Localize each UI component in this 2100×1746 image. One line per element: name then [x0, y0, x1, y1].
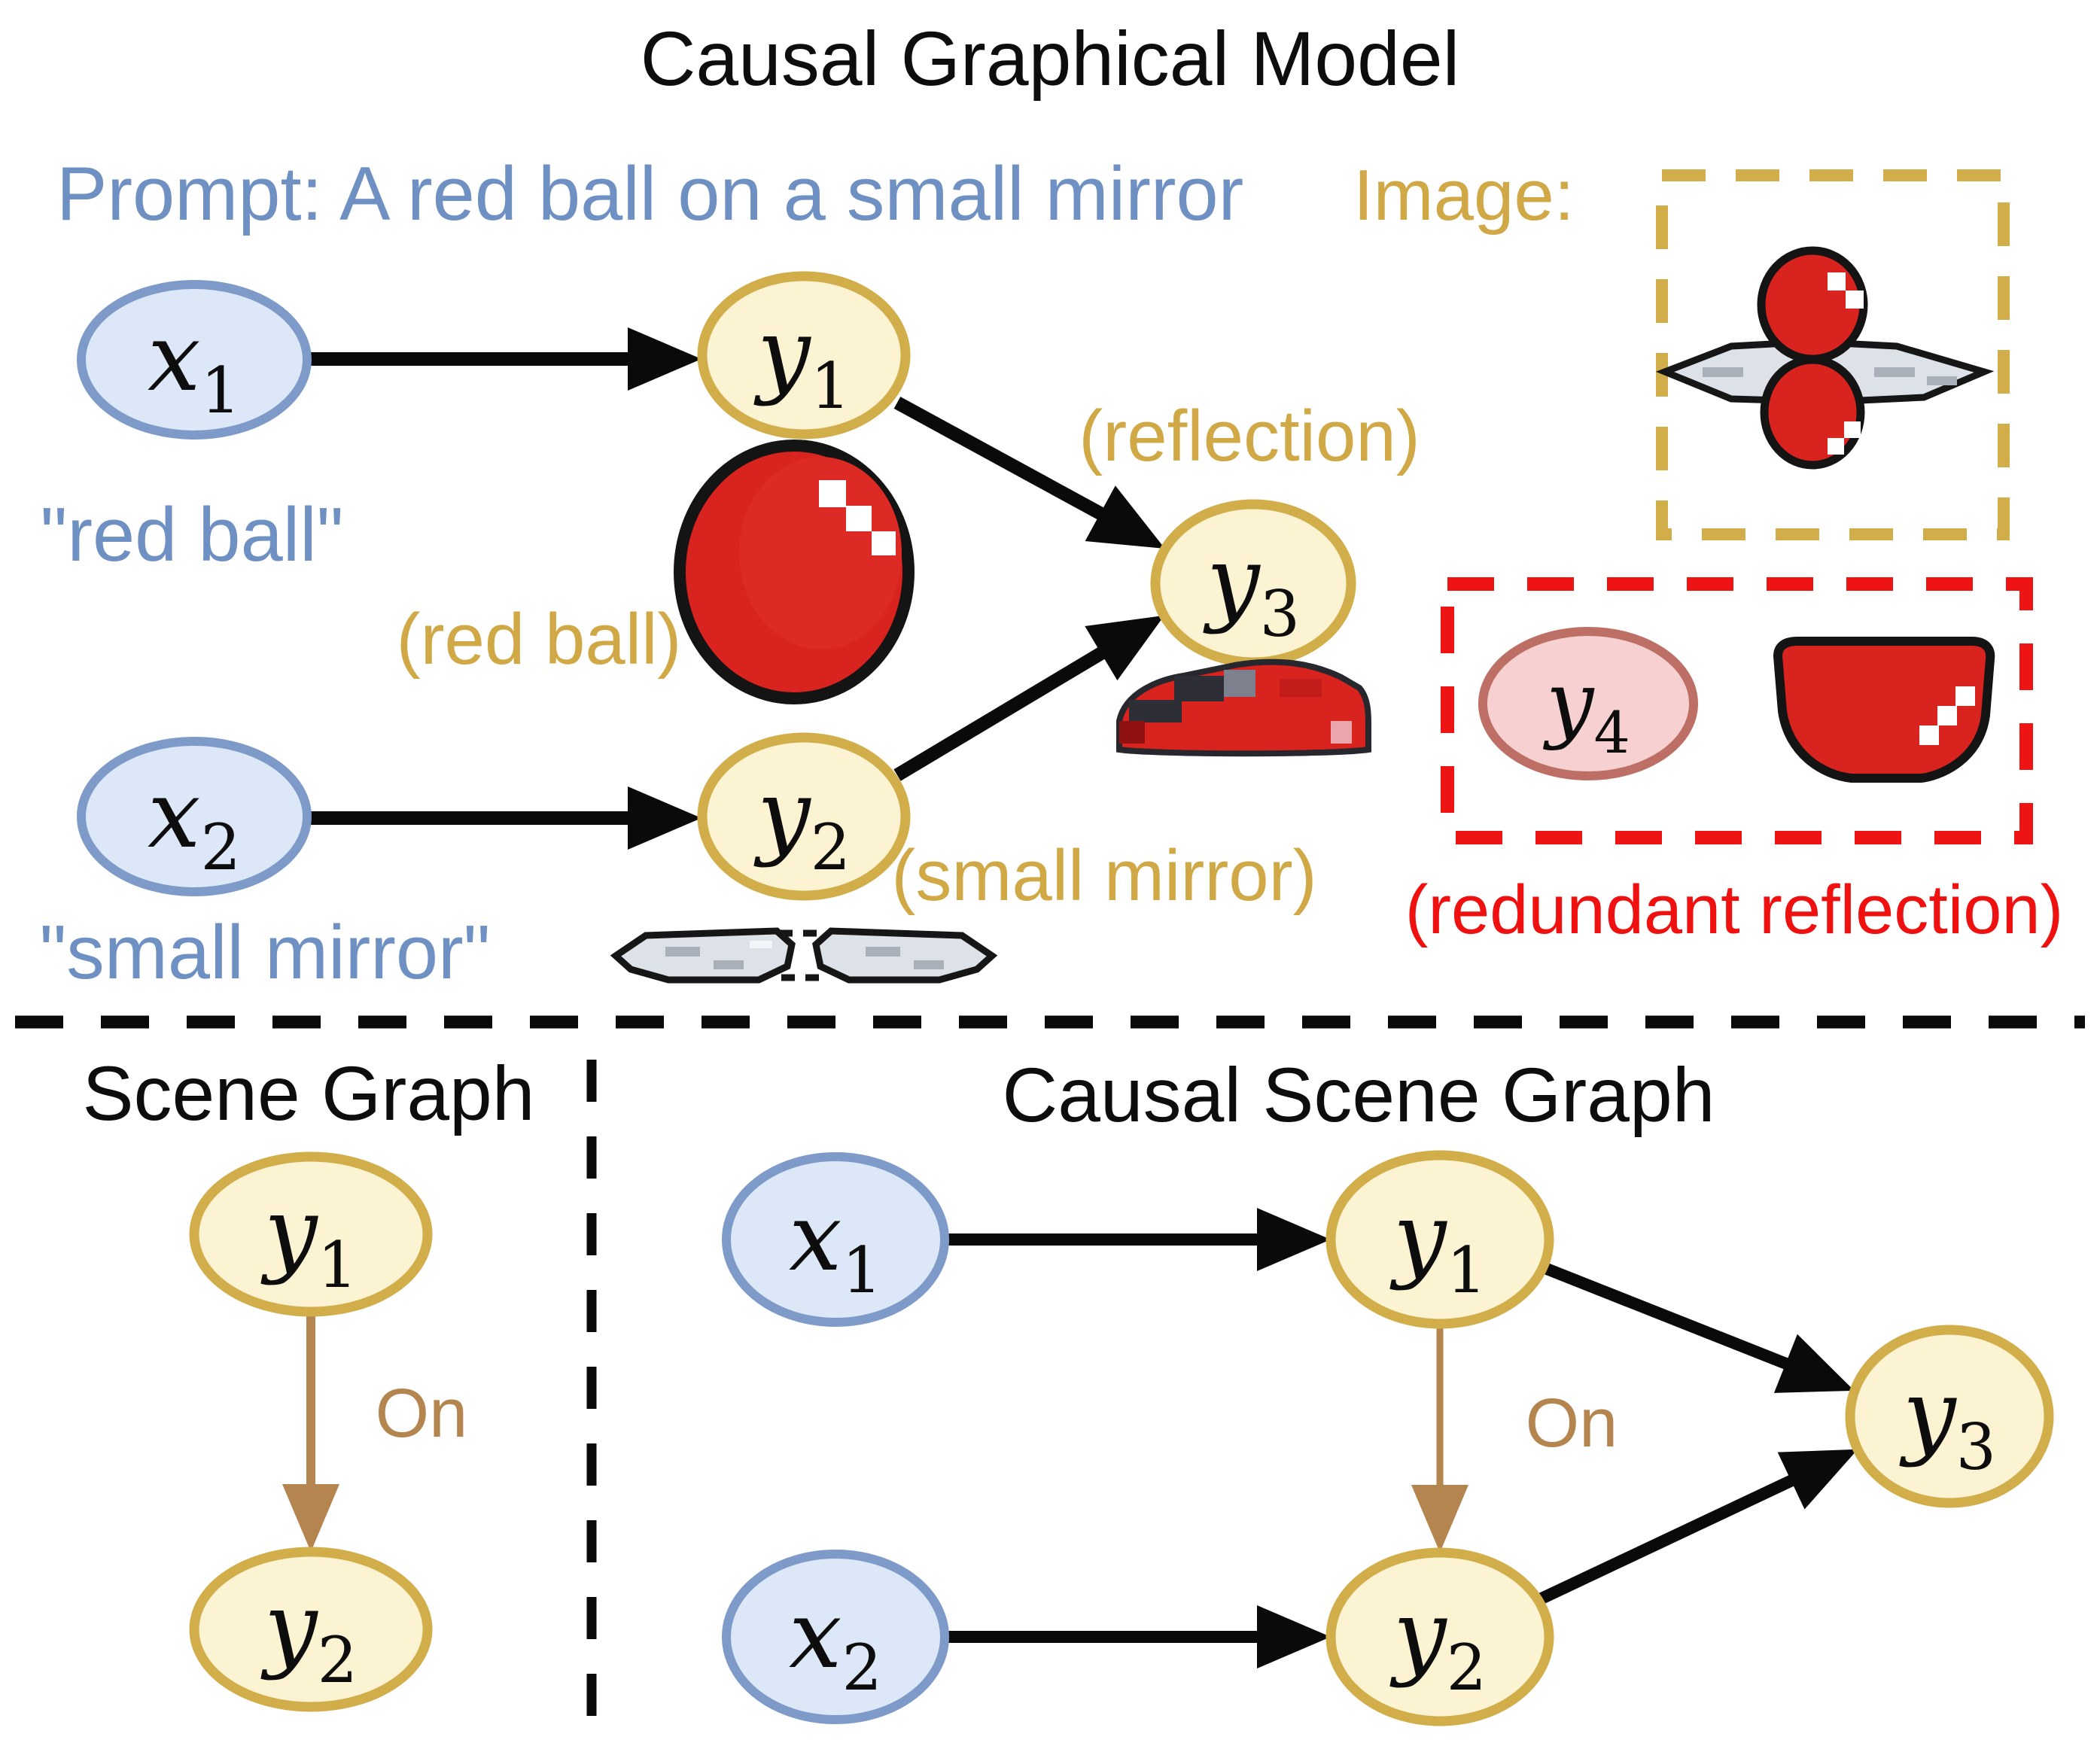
redundant-reflection-art: [1773, 637, 1995, 783]
node-y2-label: y2: [753, 760, 851, 884]
csg-node-x2-shape: [722, 1550, 949, 1724]
csg-node-x2: x2: [722, 1550, 949, 1724]
node-x2-label: x2: [148, 760, 241, 884]
prompt-label: Prompt: A red ball on a small mirror: [56, 152, 1243, 236]
caption-y3: (reflection): [1079, 396, 1420, 476]
redundant-frame: [1441, 577, 2033, 844]
reflection-art: [1116, 659, 1371, 757]
node-y1-shape: [697, 271, 911, 440]
node-y3: y3: [1150, 499, 1356, 668]
caption-y2: (small mirror): [891, 835, 1316, 916]
red-ball-art: [674, 440, 915, 704]
node-x2: x2: [77, 737, 312, 896]
csg-node-y2: y2: [1325, 1547, 1554, 1726]
sg-title: Scene Graph: [82, 1051, 534, 1136]
caption-x1: "red ball": [41, 493, 344, 577]
csg-node-y3: y3: [1845, 1325, 2054, 1508]
csg-node-y3-shape: [1845, 1325, 2054, 1508]
node-y2-shape: [697, 732, 911, 901]
sg-node-y1-label: y1: [260, 1178, 358, 1302]
node-y4-shape: [1478, 627, 1698, 780]
mirror-art: [610, 927, 998, 984]
node-y1-label: y1: [753, 299, 851, 423]
caption-y1: (red ball): [397, 599, 682, 680]
image-label: Image:: [1353, 155, 1574, 236]
csg-node-x1: x1: [722, 1152, 949, 1327]
node-x2-shape: [77, 737, 312, 896]
csg-node-x1-label: x1: [789, 1183, 882, 1307]
sg-node-y2-shape: [189, 1547, 433, 1712]
csg-node-y1: y1: [1325, 1150, 1554, 1329]
csg-edge-y2-y3: [1537, 1449, 1858, 1605]
node-y3-label: y3: [1203, 527, 1300, 651]
csg-node-y2-label: y2: [1389, 1580, 1487, 1705]
csg-node-y1-shape: [1325, 1150, 1554, 1329]
edge-y2-y3: [893, 615, 1164, 781]
edge-y1-y3: [893, 397, 1165, 549]
node-x1-shape: [77, 280, 312, 440]
csg-edge-label: On: [1526, 1385, 1618, 1462]
sg-node-y2-label: y2: [260, 1573, 358, 1697]
csg-node-x2-label: x2: [789, 1580, 882, 1705]
caption-x2: "small mirror": [39, 911, 490, 995]
csg-node-y2-shape: [1325, 1547, 1554, 1726]
csg-node-y1-label: y1: [1389, 1183, 1487, 1307]
cgm-title: Causal Graphical Model: [641, 16, 1460, 102]
node-y2: y2: [697, 732, 911, 901]
sg-node-y1: y1: [189, 1151, 433, 1317]
csg-edge-y1-y3: [1541, 1261, 1855, 1393]
ball-on-mirror-art: [1655, 246, 1995, 470]
node-x1: x1: [77, 280, 312, 440]
csg-title: Causal Scene Graph: [1003, 1052, 1715, 1138]
sg-node-y1-shape: [189, 1151, 433, 1317]
caption-y4: (redundant reflection): [1405, 871, 2064, 948]
csg-node-y3-label: y3: [1899, 1360, 1996, 1484]
sg-edge-label: On: [376, 1375, 468, 1452]
node-y1: y1: [697, 271, 911, 440]
node-x1-label: x1: [148, 303, 241, 427]
node-y4-label: y4: [1542, 654, 1630, 766]
image-frame: [1656, 169, 2010, 540]
csg-node-x1-shape: [722, 1152, 949, 1327]
sg-node-y2: y2: [189, 1547, 433, 1712]
node-y4: y4: [1478, 627, 1698, 780]
